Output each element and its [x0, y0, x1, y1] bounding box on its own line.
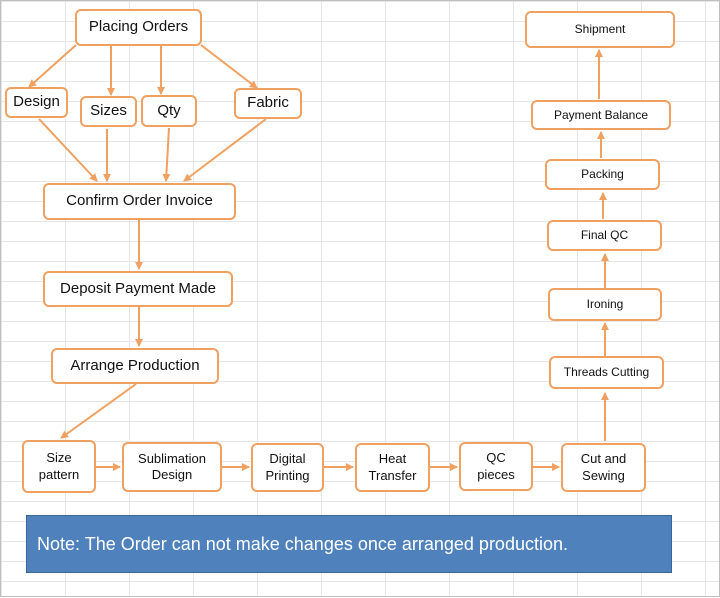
node-qty: Qty — [141, 95, 197, 127]
note-text: Note: The Order can not make changes onc… — [37, 533, 568, 554]
node-sizes: Sizes — [80, 96, 137, 127]
node-design: Design — [5, 87, 68, 118]
node-placing-orders: Placing Orders — [75, 9, 202, 46]
node-arrange-production: Arrange Production — [51, 348, 219, 384]
node-confirm-order-invoice: Confirm Order Invoice — [43, 183, 236, 220]
arrow-design-to-confirm — [38, 118, 98, 182]
node-fabric: Fabric — [234, 88, 302, 119]
arrow-qty-to-confirm — [162, 127, 171, 182]
node-shipment: Shipment — [525, 11, 675, 48]
node-final-qc: Final QC — [547, 220, 662, 251]
node-heat-transfer: Heat Transfer — [355, 443, 430, 492]
arrow-placing-to-design — [28, 44, 77, 88]
production-note-banner: Note: The Order can not make changes onc… — [26, 515, 672, 573]
arrow-placing-to-fabric — [200, 44, 258, 89]
node-payment-balance: Payment Balance — [531, 100, 671, 130]
node-ironing: Ironing — [548, 288, 662, 321]
arrow-arrange-to-size-pattern — [60, 383, 137, 439]
node-threads-cutting: Threads Cutting — [549, 356, 664, 389]
node-sublimation-design: Sublimation Design — [122, 442, 222, 492]
node-digital-printing: Digital Printing — [251, 443, 324, 492]
node-cut-and-sewing: Cut and Sewing — [561, 443, 646, 492]
node-qc-pieces: QC pieces — [459, 442, 533, 491]
arrow-fabric-to-confirm — [183, 118, 267, 182]
node-deposit-payment: Deposit Payment Made — [43, 271, 233, 307]
node-packing: Packing — [545, 159, 660, 190]
node-size-pattern: Size pattern — [22, 440, 96, 493]
